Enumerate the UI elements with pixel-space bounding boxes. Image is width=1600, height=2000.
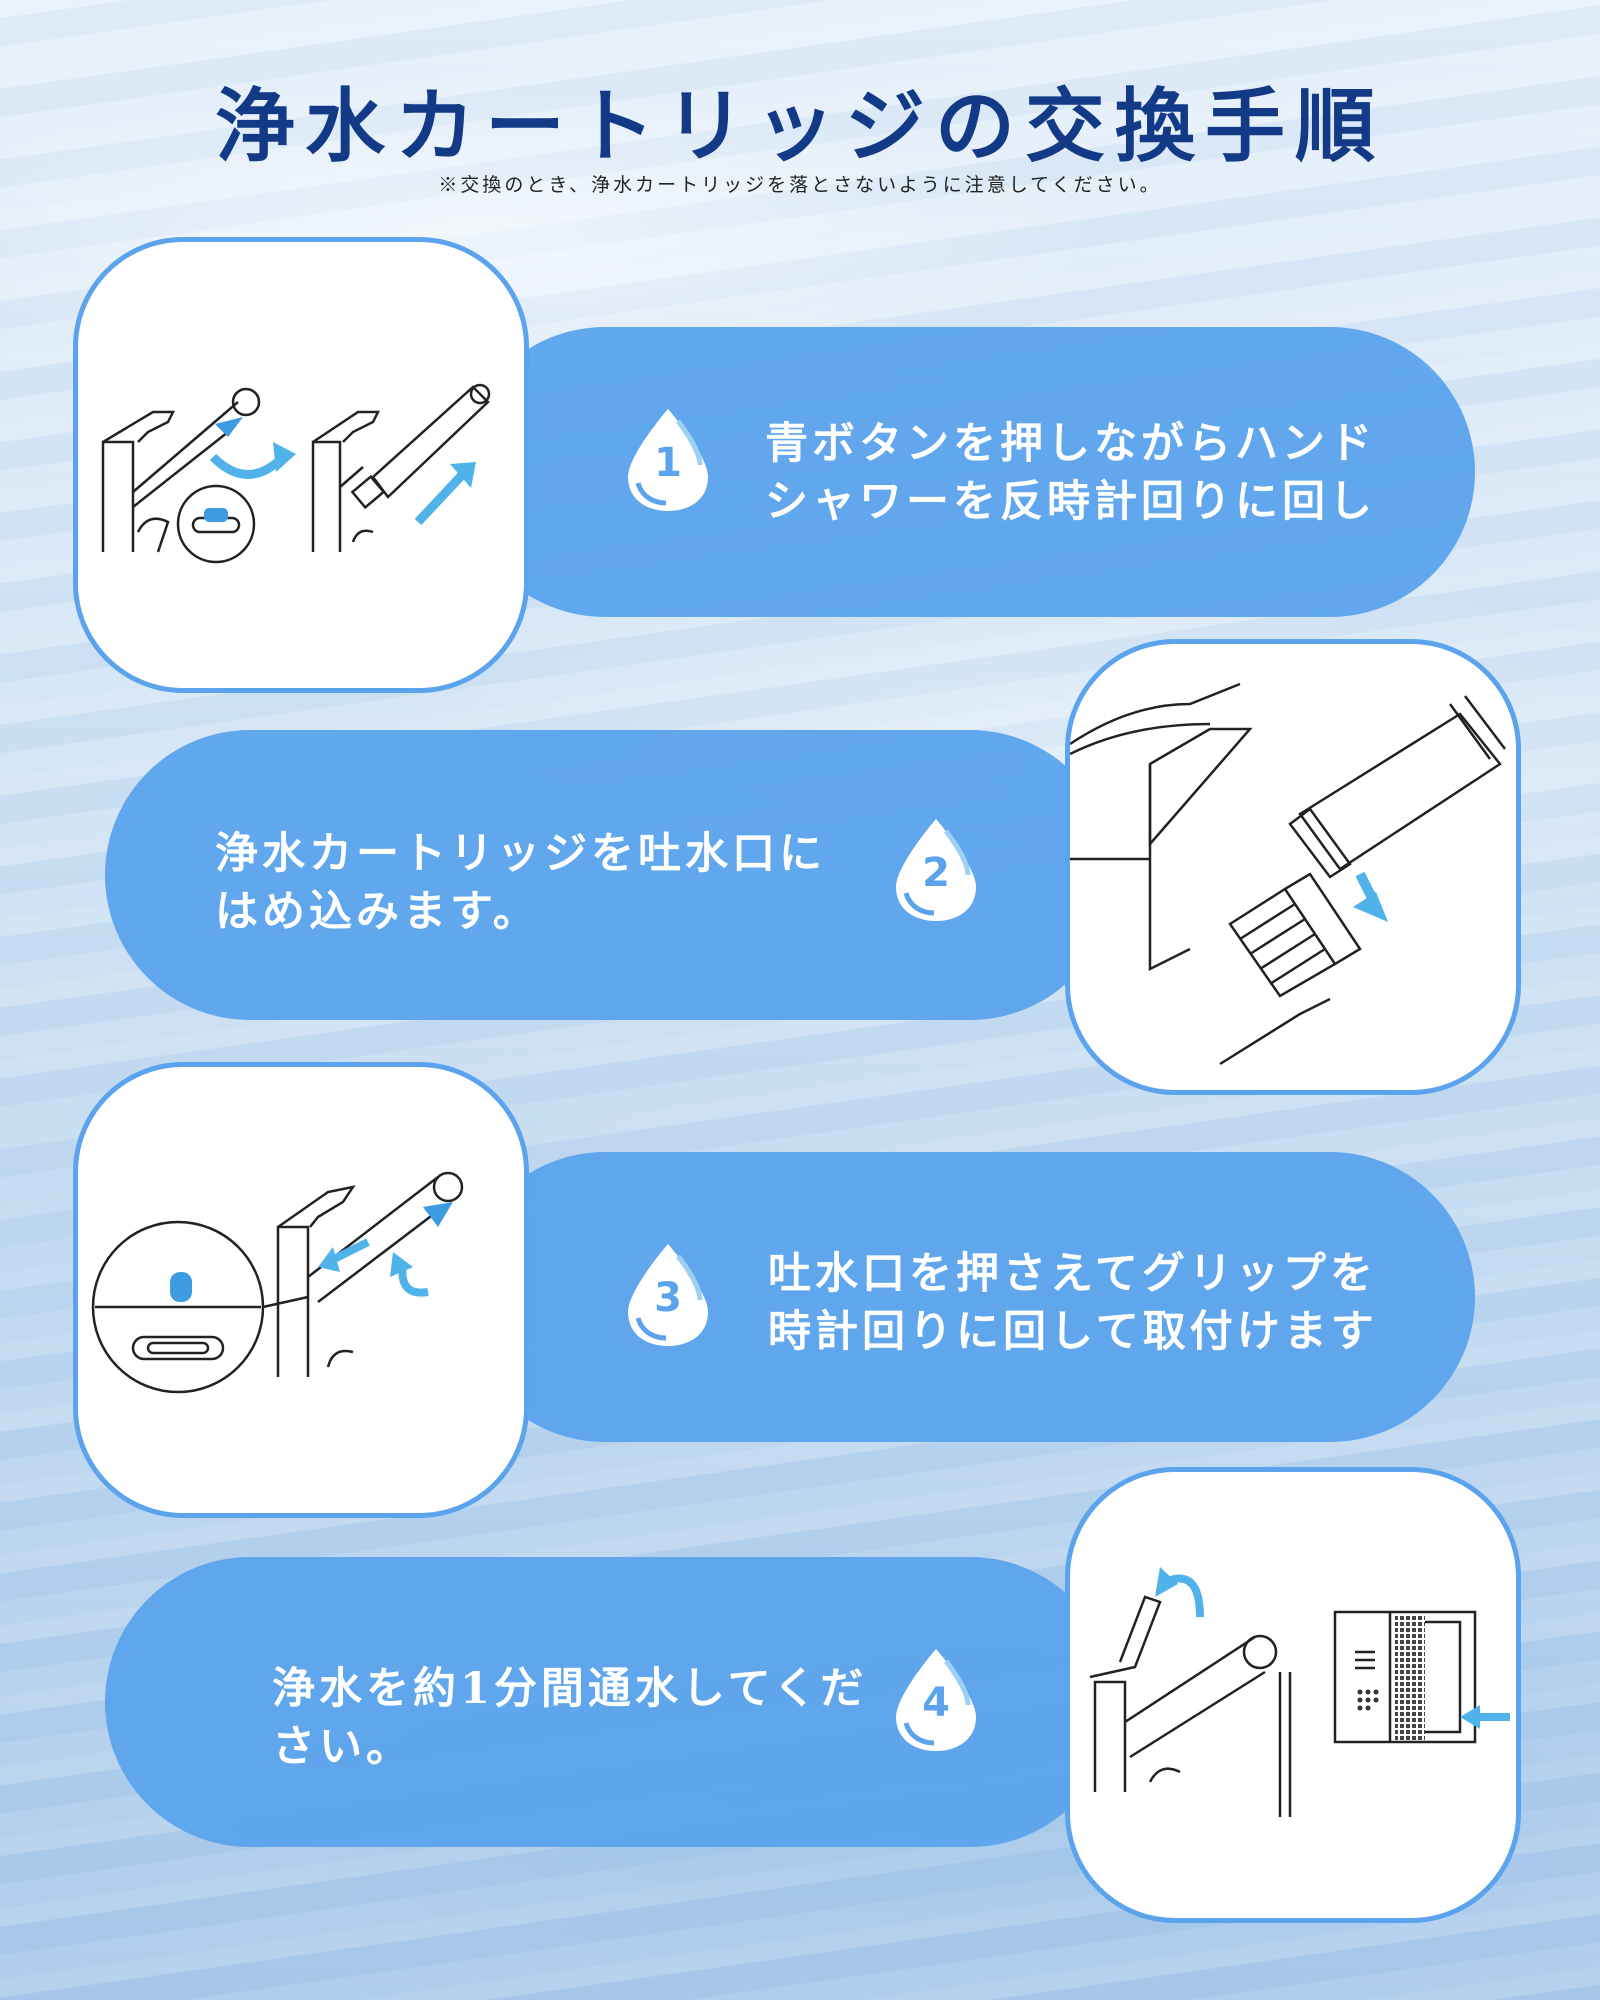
page-title: 浄水カートリッジの交換手順	[215, 79, 1385, 173]
step-4-illustration	[1065, 1467, 1521, 1923]
step-1-text: 青ボタンを押しながらハンド シャワーを反時計回りに回し	[765, 419, 1376, 527]
step-2-text: 浄水カートリッジを吐水口に はめ込みます。	[215, 829, 826, 937]
water-drop-icon	[896, 819, 976, 921]
faucet-attach-shower-illustration	[91, 1171, 464, 1394]
step-3-text: 吐水口を押さえてグリップを 時計回りに回して取付けます	[768, 1249, 1378, 1357]
water-drop-icon	[628, 1244, 708, 1346]
water-drop-icon	[896, 1649, 976, 1751]
step-1-number: 1	[654, 440, 682, 486]
step-1-illustration	[73, 237, 529, 693]
step-4-number: 4	[922, 1680, 950, 1726]
step-2-number: 2	[922, 850, 950, 896]
step-4-text: 浄水を約1分間通水してくだ さい。	[272, 1664, 868, 1772]
step-2-illustration	[1065, 639, 1521, 1095]
step-3-illustration	[73, 1062, 529, 1518]
step-3-band	[460, 1152, 1475, 1442]
cartridge-insert-illustration	[1070, 682, 1506, 1066]
caution-note: ※交換のとき、浄水カートリッジを落とさないように注意してください。	[438, 174, 1162, 196]
faucet-remove-shower-illustration	[101, 383, 491, 564]
faucet-run-water-illustration	[1089, 1567, 1510, 1817]
water-drop-icon	[628, 409, 708, 511]
step-3-number: 3	[654, 1275, 682, 1321]
